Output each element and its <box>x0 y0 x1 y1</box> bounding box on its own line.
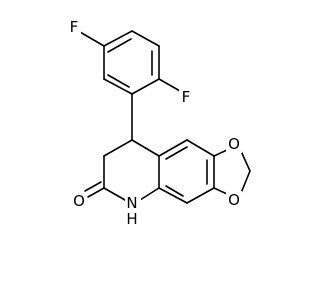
atom-f-top: F <box>67 17 81 36</box>
bond-o-bottom-c5a <box>213 187 228 195</box>
bond-benzo-c8a-c9-double <box>165 146 188 160</box>
bonds-layer <box>79 30 251 204</box>
bond-ph-c2-c3 <box>131 30 160 47</box>
bond-benzo-c9-c9a <box>186 139 215 157</box>
bond-ph-c1-c2 <box>103 30 133 47</box>
atom-o-ring-bottom: O <box>226 191 242 209</box>
bond-ph-c5-c6-double <box>107 74 130 88</box>
h-amide-label: H <box>126 210 137 228</box>
bond-o-top-ch2 <box>240 150 251 172</box>
bond-benzo-c5a-c5 <box>186 187 215 204</box>
atom-f-right: F <box>179 88 193 106</box>
atom-n-amide: N H <box>125 194 141 228</box>
n-amide-label: N <box>126 194 137 212</box>
bond-benzo-c8a-c9 <box>158 139 188 157</box>
bond-benzo-c5-c4a <box>158 187 188 204</box>
o-ring-bottom-label: O <box>228 191 240 209</box>
bond-c8-c7 <box>103 139 133 157</box>
bond-carbonyl <box>87 187 105 198</box>
bond-ph-c4-c5 <box>131 78 160 95</box>
o-ring-top-label: O <box>228 135 240 153</box>
bond-ph-c5-c6 <box>103 78 133 95</box>
bond-c8a-c8 <box>131 139 160 157</box>
bond-ch2-o-bottom <box>240 170 251 194</box>
atom-labels-layer: F F O O O N H <box>67 17 242 228</box>
o-carbonyl-label: O <box>73 192 85 210</box>
molecule-structure: F F O O O N H <box>67 17 251 228</box>
atom-o-carbonyl: O <box>71 192 87 210</box>
bond-benzo-c5-c4a-double <box>165 185 184 197</box>
bond-c9a-o-top <box>213 149 228 157</box>
f-top-label: F <box>70 18 79 36</box>
f-right-label: F <box>182 88 191 106</box>
bond-ph-c1-c2-double <box>107 38 132 53</box>
bond-ph-f-right <box>158 78 181 92</box>
bond-carbonyl-double <box>84 181 102 192</box>
bond-c6-n5 <box>103 187 126 201</box>
atom-o-ring-top: O <box>226 135 242 153</box>
bond-ph-f-top <box>79 31 105 47</box>
bond-n5-c4a <box>139 187 160 201</box>
